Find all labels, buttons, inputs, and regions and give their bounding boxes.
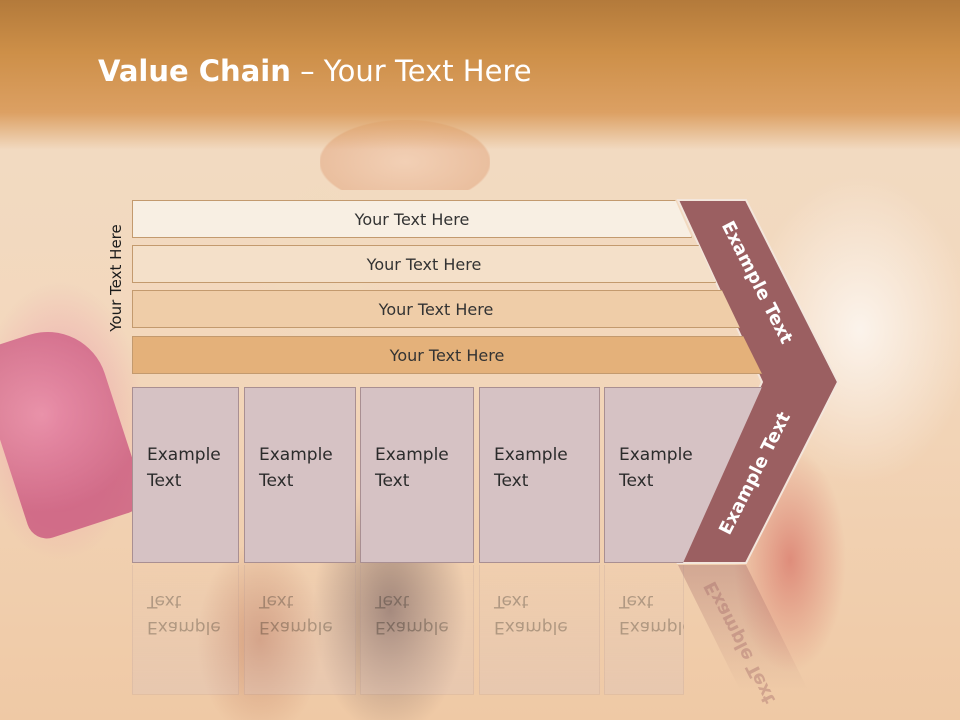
box-1-line2: Text [147,471,182,491]
row-1-label: Your Text Here [354,209,470,229]
example-box-3[interactable]: Example Text [360,387,474,563]
box-3-line2: Text [375,471,410,491]
row-4[interactable]: Your Text Here [132,336,762,374]
slide-title: Value Chain – Your Text Here [98,54,532,88]
header-band [0,0,960,150]
box-5-line2: Text [619,471,654,491]
row-1[interactable]: Your Text Here [132,200,692,238]
example-box-1[interactable]: Example Text [132,387,239,563]
chevron-reflection [678,565,808,690]
title-rest: – Your Text Here [290,54,532,88]
row-2[interactable]: Your Text Here [132,245,716,283]
row-3-label: Your Text Here [378,299,494,319]
box-3-line1: Example [375,445,449,465]
box-1-line1: Example [147,445,221,465]
box-4-line2: Text [494,471,529,491]
example-box-2[interactable]: Example Text [244,387,356,563]
box-4-line1: Example [494,445,568,465]
row-4-label: Your Text Here [389,345,505,365]
box-5-line1: Example [619,445,693,465]
box-2-line2: Text [259,471,294,491]
chevron-shape [676,199,840,564]
row-2-label: Your Text Here [366,254,482,274]
box-2-line1: Example [259,445,333,465]
row-3[interactable]: Your Text Here [132,290,740,328]
title-bold: Value Chain [98,54,291,88]
example-box-4[interactable]: Example Text [479,387,600,563]
